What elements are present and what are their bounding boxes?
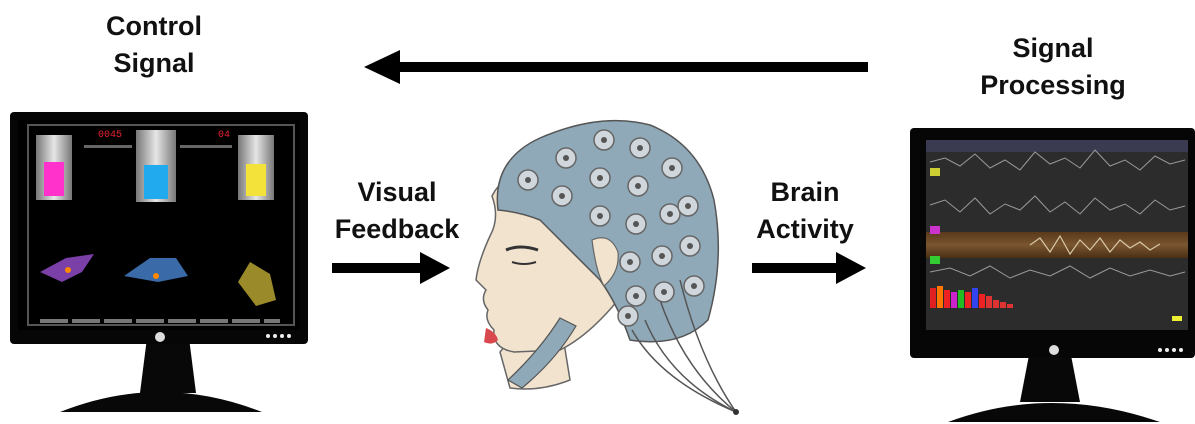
label-visual-feedback-line-2: Feedback [322,211,472,248]
yellow-tube [238,135,274,200]
game-score-left: 0045 [98,130,122,141]
eeg-head [476,121,739,415]
arrow-left [364,50,868,84]
label-control-signal: Control Signal [86,8,222,82]
game-monitor: 0045 04 [10,112,308,412]
game-score-right: 04 [218,130,230,141]
label-brain-activity: Brain Activity [740,174,870,248]
arrow-right-visual-feedback [332,252,450,284]
arrow-right-brain-activity [752,252,866,284]
label-visual-feedback: Visual Feedback [322,174,472,248]
label-signal-processing-line-2: Processing [968,67,1138,104]
label-visual-feedback-line-1: Visual [322,174,472,211]
label-brain-activity-line-2: Activity [740,211,870,248]
label-control-signal-line-1: Control [86,8,222,45]
label-control-signal-line-2: Signal [86,45,222,82]
label-brain-activity-line-1: Brain [740,174,870,211]
processing-monitor [910,128,1195,422]
cyan-tube [136,130,176,202]
label-signal-processing: Signal Processing [968,30,1138,104]
magenta-tube [36,135,72,200]
label-signal-processing-line-1: Signal [968,30,1138,67]
